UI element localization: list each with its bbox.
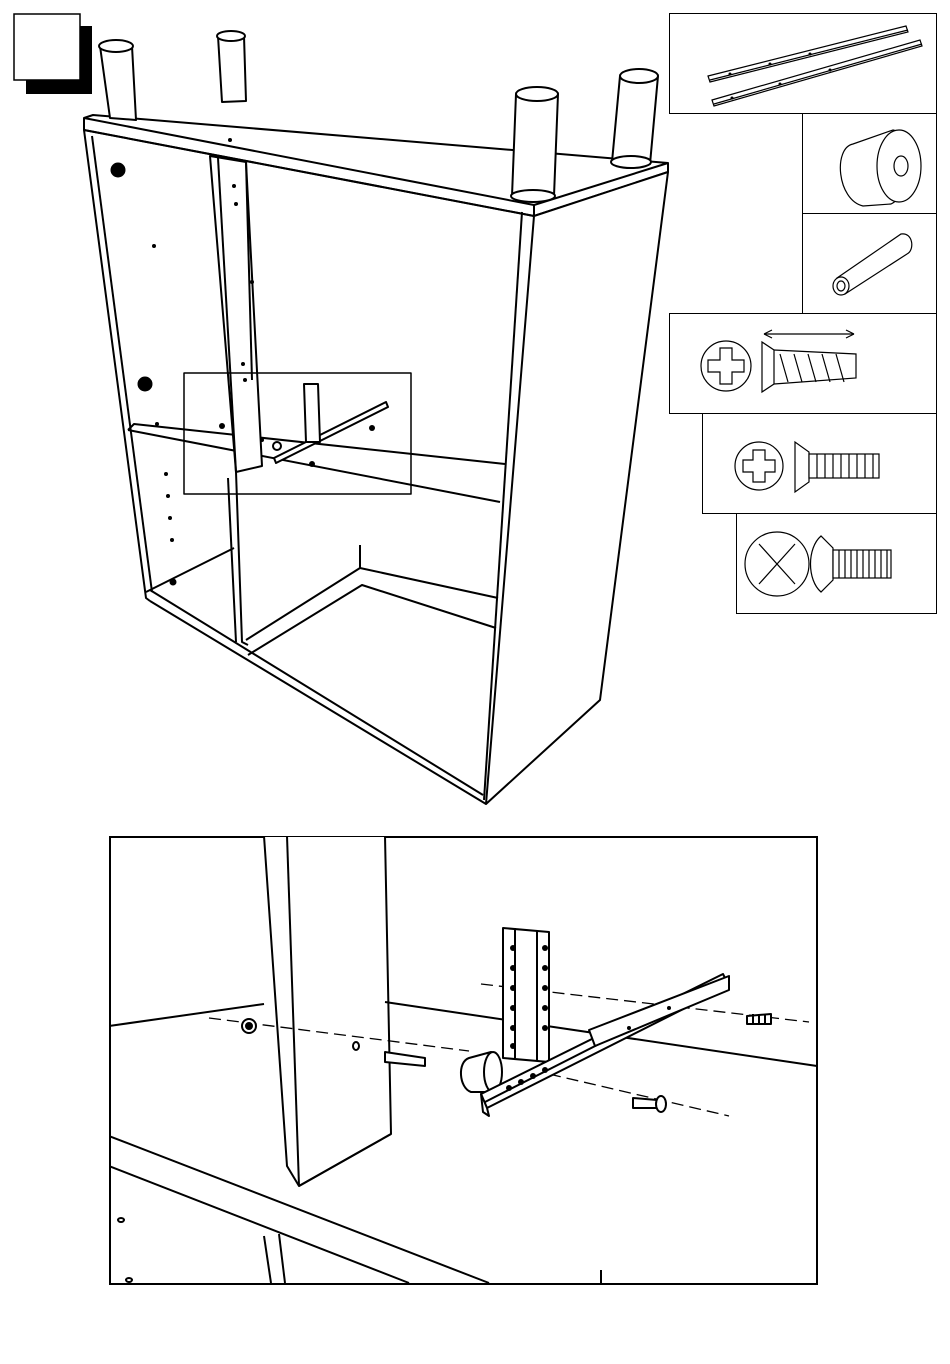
part-slide-rails	[669, 13, 937, 114]
part-dowel	[802, 213, 937, 314]
detail-view	[109, 836, 818, 1285]
dowel-icon	[803, 214, 935, 312]
part-machine-screw	[702, 413, 937, 514]
spacer-icon	[803, 114, 935, 212]
part-wood-screw	[669, 313, 937, 414]
slide-rails-icon	[670, 14, 935, 112]
truss-screw-icon	[737, 514, 935, 612]
machine-screw-icon	[703, 414, 935, 512]
part-truss-screw	[736, 513, 937, 614]
wood-screw-icon	[670, 314, 935, 412]
part-round-spacer	[802, 113, 937, 214]
